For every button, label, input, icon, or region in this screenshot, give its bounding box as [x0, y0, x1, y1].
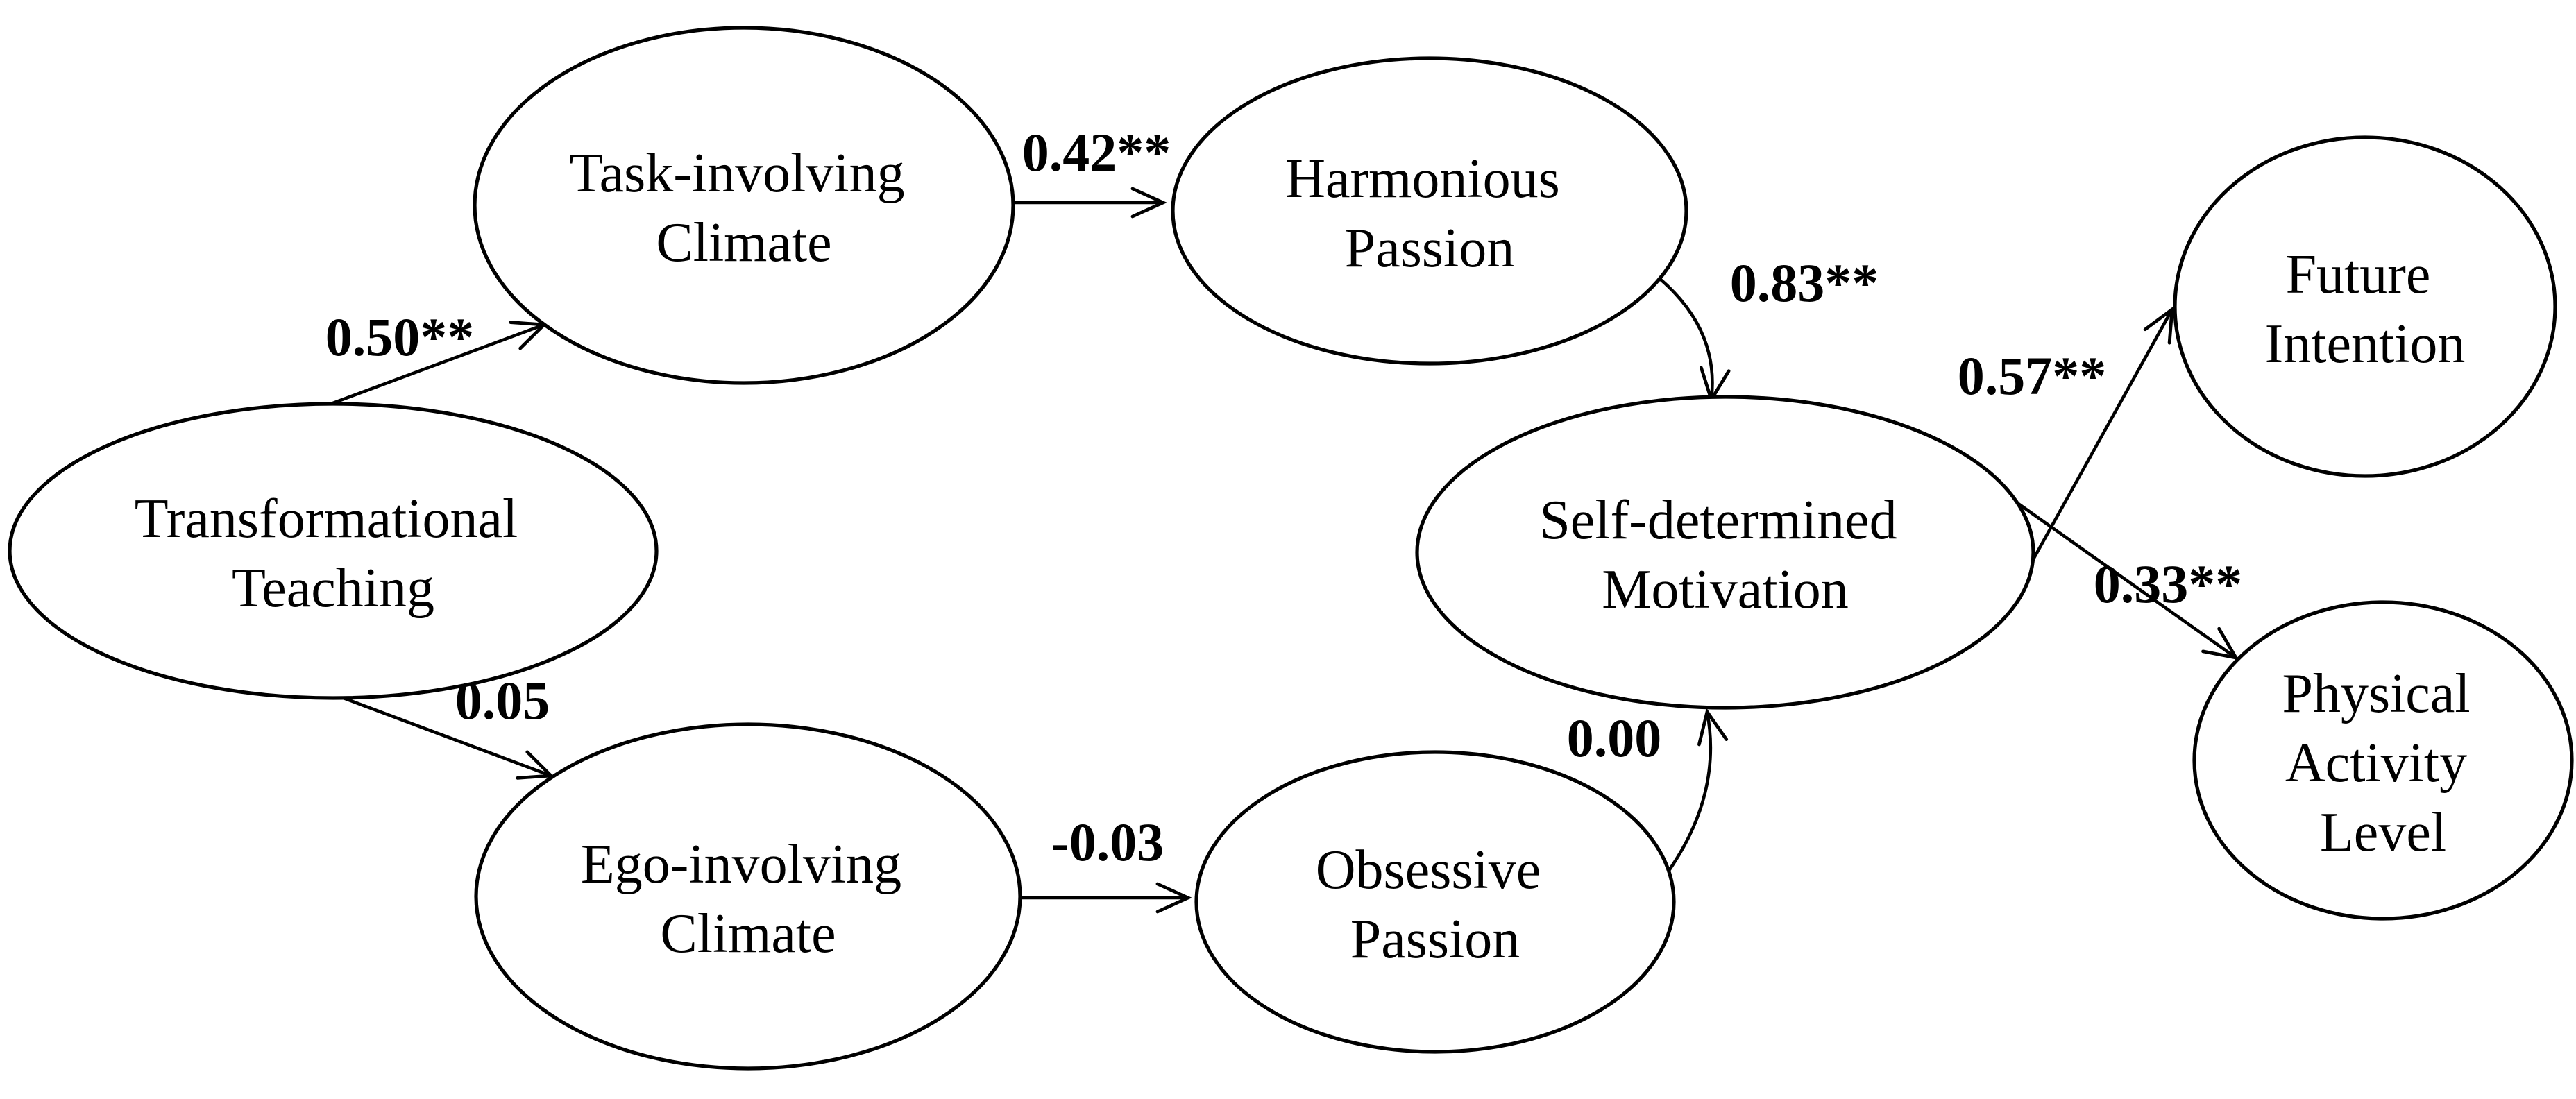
node-label-physical-activity-level: Physical Activity Level: [2282, 663, 2484, 863]
node-label-line: Passion: [1350, 909, 1520, 970]
path-arrow-hp-to-sdm: [1659, 278, 1731, 404]
coefficient-sdm-to-pal: 0.33**: [2094, 554, 2243, 614]
node-harmonious-passion: [1171, 56, 1688, 366]
node-physical-activity-level: [2192, 600, 2574, 921]
node-obsessive-passion: [1194, 750, 1676, 1054]
node-ego-involving-climate: [474, 722, 1022, 1071]
node-label-line: Ego-involving: [581, 834, 901, 895]
node-label-task-involving-climate: Task-involving Climate: [569, 143, 918, 273]
node-label-self-determined-motivation: Self-determined Motivation: [1539, 490, 1910, 620]
node-label-line: Passion: [1345, 218, 1515, 279]
node-label-future-intention: Future Intention: [2265, 244, 2466, 375]
path-arrow-op-to-sdm: [1667, 708, 1729, 873]
node-transformational-teaching: [8, 402, 659, 700]
coefficient-hp-to-sdm: 0.83**: [1730, 253, 1879, 313]
coefficient-eic-to-op: -0.03: [1051, 812, 1164, 872]
path-arrow-sdm-to-pal: [2011, 498, 2239, 661]
node-label-line: Transformational: [135, 488, 518, 550]
path-arrows: [323, 187, 2239, 914]
latent-variable-nodes: [8, 26, 2574, 1071]
node-label-line: Future: [2286, 244, 2431, 305]
node-label-line: Harmonious: [1285, 148, 1560, 210]
node-label-line: Obsessive: [1316, 840, 1541, 901]
node-label-line: Climate: [660, 903, 836, 964]
coefficient-op-to-sdm: 0.00: [1567, 708, 1662, 768]
node-label-line: Teaching: [232, 558, 434, 619]
node-labels: Transformational Teaching Task-involving…: [135, 143, 2484, 970]
node-task-involving-climate: [473, 26, 1015, 385]
coefficient-tic-to-hp: 0.42**: [1022, 122, 1171, 182]
node-label-harmonious-passion: Harmonious Passion: [1285, 148, 1574, 279]
node-future-intention: [2173, 135, 2557, 478]
node-label-line: Task-involving: [569, 143, 904, 204]
node-label-line: Level: [2320, 802, 2446, 863]
node-label-line: Activity: [2285, 733, 2467, 794]
node-label-line: Physical: [2282, 663, 2470, 724]
coefficient-tt-to-eic: 0.05: [455, 670, 550, 731]
node-label-line: Self-determined: [1539, 490, 1897, 551]
coefficient-tt-to-tic: 0.50**: [325, 307, 475, 367]
node-label-ego-involving-climate: Ego-involving Climate: [581, 834, 915, 964]
node-label-transformational-teaching: Transformational Teaching: [135, 488, 532, 619]
path-arrow-tt-to-tic: [323, 321, 548, 409]
path-arrow-tt-to-eic: [335, 693, 555, 780]
node-self-determined-motivation: [1415, 395, 2035, 710]
node-label-obsessive-passion: Obsessive Passion: [1316, 840, 1554, 970]
coefficient-labels: 0.50** 0.05 0.42** -0.03 0.83** 0.00 0.5…: [325, 122, 2243, 872]
node-label-line: Intention: [2265, 314, 2466, 375]
node-label-line: Motivation: [1602, 559, 1849, 620]
node-label-line: Climate: [656, 212, 831, 273]
path-arrow-sdm-to-fi: [2010, 305, 2174, 598]
coefficient-sdm-to-fi: 0.57**: [1958, 346, 2107, 406]
